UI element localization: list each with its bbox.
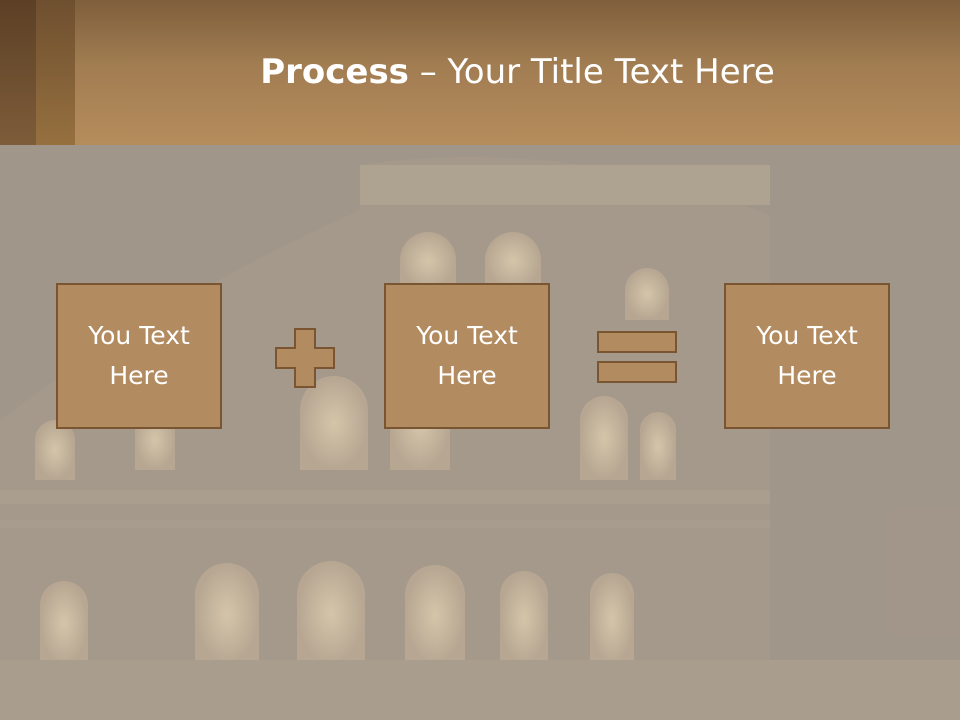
process-box-3[interactable]: You Text Here bbox=[724, 283, 890, 429]
equals-icon bbox=[597, 331, 677, 383]
title-bold: Process bbox=[260, 52, 409, 92]
process-box-3-text: You Text Here bbox=[756, 321, 858, 390]
process-box-1-text: You Text Here bbox=[88, 321, 190, 390]
process-box-2-text: You Text Here bbox=[416, 321, 518, 390]
process-box-1[interactable]: You Text Here bbox=[56, 283, 222, 429]
process-box-2[interactable]: You Text Here bbox=[384, 283, 550, 429]
title-corner-accent-dark bbox=[0, 0, 36, 145]
title-rest: – Your Title Text Here bbox=[408, 52, 775, 92]
slide-title[interactable]: Process – Your Title Text Here bbox=[75, 52, 960, 92]
title-band bbox=[0, 0, 960, 145]
plus-icon bbox=[275, 328, 335, 388]
title-corner-accent bbox=[36, 0, 75, 145]
background-wash bbox=[0, 145, 960, 720]
